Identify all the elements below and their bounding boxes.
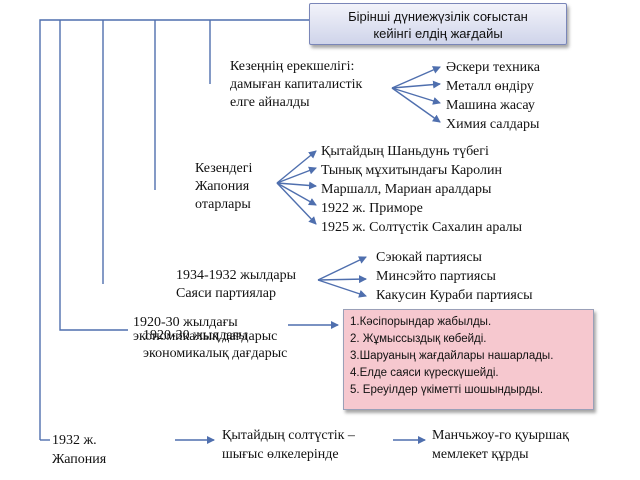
arrow-colonies-5 xyxy=(276,182,317,225)
features-list: Әскери техника Металл өндіру Машина жаса… xyxy=(446,58,540,134)
crisis-result-item: 3.Шаруаның жағдайлары нашарлады. xyxy=(350,350,554,362)
crisis-label-shadow-line: экономикалық дағдарыс xyxy=(143,346,288,361)
parties-item: Сэюкай партиясы xyxy=(376,250,482,265)
year-1932-step2-line: мемлекет құрды xyxy=(432,447,529,462)
crisis-label: 1920-30 жылдағы экономикалық дағдарыс xyxy=(133,316,277,344)
features-item: Металл өндіру xyxy=(446,79,534,94)
arrow-features-2 xyxy=(391,80,441,89)
year-1932-label: 1932 ж. Жапония xyxy=(52,431,106,469)
features-label-line: Кезеңнің ерекшелігі: xyxy=(230,59,355,74)
branch-crisis xyxy=(59,20,128,331)
parties-item: Минсэйто партиясы xyxy=(376,269,496,284)
arrow-parties-1 xyxy=(317,256,367,281)
crisis-result-item: 5. Ереуілдер үкіметті шошындырды. xyxy=(350,384,544,396)
year-1932-label-line: 1932 ж. xyxy=(52,433,97,448)
colonies-item: 1925 ж. Солтүстік Сахалин аралы xyxy=(321,220,523,235)
arrow-colonies-4 xyxy=(276,182,317,206)
title-line-2: кейінгі елдің жағдайы xyxy=(373,26,503,41)
colonies-label: Кезендегі Жапония отарлары xyxy=(195,160,252,214)
parties-label-line: 1934-1932 жылдары xyxy=(176,268,296,283)
crisis-label-line: экономикалық дағдарыс xyxy=(133,329,278,344)
trunk-line xyxy=(39,19,309,440)
year-1932-step2: Манчьжоу-го қуыршақ мемлекет құрды xyxy=(432,426,569,464)
arrow-features-3 xyxy=(391,87,441,105)
features-item: Машина жасау xyxy=(446,98,535,113)
arrow-parties-3 xyxy=(317,279,367,298)
colonies-item: 1922 ж. Приморе xyxy=(321,201,423,216)
colonies-label-line: Жапония xyxy=(195,179,250,194)
colonies-item: Қытайдың Шаньдунь түбегі xyxy=(321,144,489,159)
title-box: Бірінші дүниежүзілік соғыстан кейінгі ел… xyxy=(309,3,567,45)
year-1932-step1: Қытайдың солтүстік – шығыс өлкелерінде xyxy=(222,426,355,464)
parties-label-line: Саяси партиялар xyxy=(176,286,276,301)
crisis-result-item: 1.Кәсіпорындар жабылды. xyxy=(350,316,492,328)
colonies-label-line: Кезендегі xyxy=(195,161,253,176)
crisis-result-item: 4.Елде саяси күрескүшейді. xyxy=(350,367,499,379)
colonies-label-line: отарлары xyxy=(195,197,251,212)
title-line-1: Бірінші дүниежүзілік соғыстан xyxy=(348,9,528,24)
parties-label: 1934-1932 жылдары Саяси партиялар xyxy=(176,267,296,303)
year-1932-step1-line: Қытайдың солтүстік – xyxy=(222,428,355,443)
colonies-item: Тынық мұхитындағы Каролин xyxy=(321,163,502,178)
arrow-features-4 xyxy=(391,87,441,123)
features-label-line: елге айналды xyxy=(230,95,310,110)
features-item: Химия салдары xyxy=(446,117,540,132)
arrow-colonies-2 xyxy=(276,166,317,184)
crisis-label-shadow-line: 1920-30 жылдағы xyxy=(143,328,248,343)
year-1932-step2-line: Манчьжоу-го қуыршақ xyxy=(432,428,569,443)
arrow-colonies-1 xyxy=(276,150,317,184)
arrow-colonies-3 xyxy=(276,181,317,190)
colonies-item: Маршалл, Мариан аралдары xyxy=(321,182,492,197)
crisis-label-shadow: 1920-30 жылдағы экономикалық дағдарыс xyxy=(143,327,287,363)
crisis-result-item: 2. Жұмыссыздық көбейді. xyxy=(350,333,487,345)
parties-list: Сэюкай партиясы Минсэйто партиясы Какуси… xyxy=(376,248,532,305)
features-item: Әскери техника xyxy=(446,60,540,75)
features-label-line: дамыған капиталистік xyxy=(230,77,363,92)
year-1932-label-line: Жапония xyxy=(52,452,107,467)
features-label: Кезеңнің ерекшелігі: дамыған капиталисті… xyxy=(230,58,362,112)
arrow-features-1 xyxy=(391,66,441,89)
crisis-label-line: 1920-30 жылдағы xyxy=(133,315,238,330)
crisis-results-box: 1.Кәсіпорындар жабылды. 2. Жұмыссыздық к… xyxy=(343,309,594,410)
parties-item: Какусин Кураби партиясы xyxy=(376,288,533,303)
colonies-list: Қытайдың Шаньдунь түбегі Тынық мұхитында… xyxy=(321,142,522,237)
year-1932-step1-line: шығыс өлкелерінде xyxy=(222,447,339,462)
arrow-parties-2 xyxy=(317,275,367,284)
